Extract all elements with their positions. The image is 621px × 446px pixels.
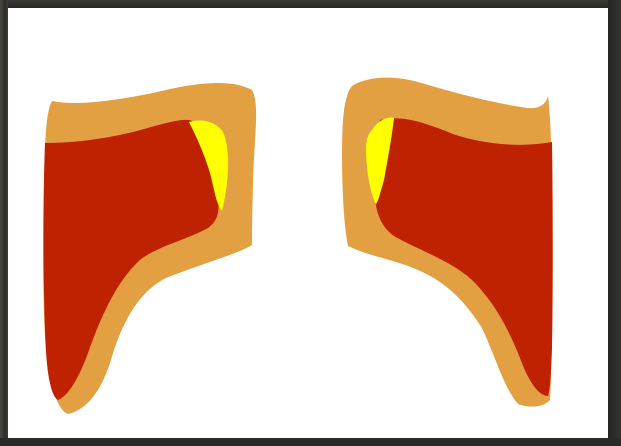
left-segmented-region (43, 83, 256, 414)
window-frame-top (0, 0, 621, 8)
right-segmented-region (342, 78, 553, 407)
window-frame-right (608, 0, 621, 446)
window-frame-bottom (0, 438, 621, 446)
segmentation-canvas (8, 8, 608, 438)
segmentation-figure (8, 8, 608, 438)
window-frame-left (0, 0, 8, 446)
